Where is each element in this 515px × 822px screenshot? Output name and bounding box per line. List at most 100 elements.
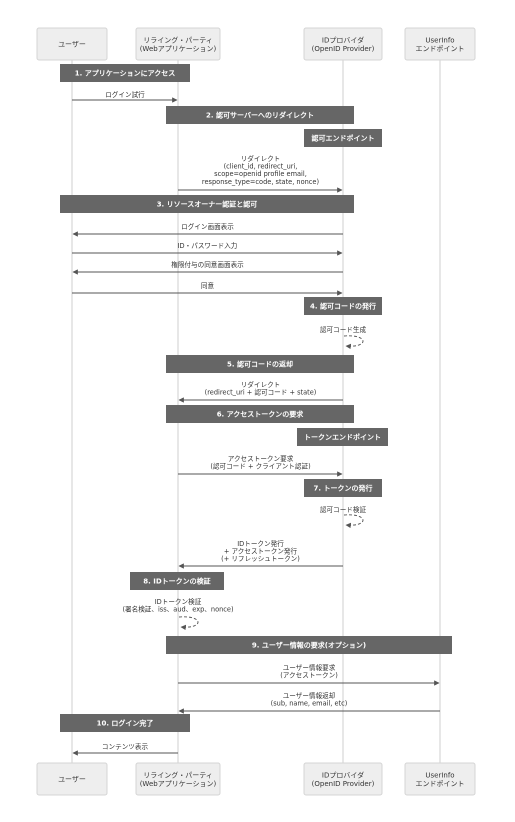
message-m8: リダイレクト(redirect_uri + 認可コード + state) bbox=[178, 380, 343, 403]
phase-note-box bbox=[304, 479, 382, 497]
participant-user-top: ユーザー bbox=[36, 27, 108, 61]
participant-box bbox=[135, 27, 221, 61]
phase-note-label: 4. 認可コードの発行 bbox=[310, 302, 376, 311]
phase-note-n5: 4. 認可コードの発行 bbox=[304, 297, 382, 315]
message-label: scope=openid profile email, bbox=[214, 170, 307, 178]
message-label: ID・パスワード入力 bbox=[178, 241, 238, 250]
message-label: (認可コード + クライアント認証) bbox=[210, 462, 310, 471]
message-label: リダイレクト bbox=[241, 380, 281, 389]
phase-note-box bbox=[166, 355, 354, 373]
participant-box bbox=[36, 762, 108, 796]
message-m2: リダイレクト(client_id, redirect_uri,scope=ope… bbox=[178, 154, 343, 193]
message-label: response_type=code, state, nonce) bbox=[202, 178, 319, 186]
participant-box bbox=[135, 762, 221, 796]
phase-note-n11: 9. ユーザー情報の要求(オプション) bbox=[166, 636, 452, 654]
message-label: ログイン画面表示 bbox=[181, 222, 234, 231]
participant-label: リライング・パーティ bbox=[143, 35, 213, 44]
phase-note-box bbox=[166, 636, 452, 654]
participant-label: ユーザー bbox=[58, 776, 86, 784]
message-m14: ユーザー情報返却(sub, name, email, etc) bbox=[178, 691, 440, 714]
message-m6: 同意 bbox=[72, 281, 343, 296]
message-label: IDトークン検証 bbox=[155, 597, 202, 606]
phase-note-n6: 5. 認可コードの返却 bbox=[166, 355, 354, 373]
phase-note-label: 5. 認可コードの返却 bbox=[227, 360, 293, 369]
message-label: アクセストークン要求 bbox=[228, 454, 294, 463]
message-m12: IDトークン検証(署名検証、iss、aud、exp、nonce) bbox=[122, 597, 234, 631]
phase-note-box bbox=[304, 297, 382, 315]
message-label: 権限付与の同意画面表示 bbox=[171, 260, 244, 269]
message-label: (client_id, redirect_uri, bbox=[224, 163, 298, 171]
message-label: リダイレクト bbox=[241, 154, 281, 163]
participant-box bbox=[36, 27, 108, 61]
message-label: ユーザー情報要求 bbox=[283, 663, 336, 672]
phase-note-label: 8. IDトークンの検証 bbox=[143, 577, 210, 586]
participant-rp-bottom: リライング・パーティ(Webアプリケーション) bbox=[135, 762, 221, 796]
message-m7: 認可コード生成 bbox=[320, 325, 367, 350]
phase-note-box bbox=[297, 428, 388, 446]
phase-note-n2: 2. 認可サーバーへのリダイレクト bbox=[166, 106, 354, 124]
phase-note-label: 3. リソースオーナー認証と認可 bbox=[157, 200, 258, 209]
self-message-arrow bbox=[343, 335, 364, 350]
message-label: 認可コード検証 bbox=[320, 505, 367, 514]
message-m10: 認可コード検証 bbox=[320, 505, 367, 529]
message-label: (+ リフレッシュトークン) bbox=[221, 555, 300, 563]
participant-box bbox=[404, 762, 476, 796]
message-label: ユーザー情報返却 bbox=[283, 691, 336, 700]
message-label: (署名検証、iss、aud、exp、nonce) bbox=[122, 605, 233, 614]
self-message-arrow bbox=[178, 616, 199, 631]
message-label: ログイン試行 bbox=[105, 90, 145, 99]
message-m11: IDトークン発行+ アクセストークン発行(+ リフレッシュトークン) bbox=[178, 539, 343, 569]
phase-note-box bbox=[130, 572, 224, 590]
participant-rp-top: リライング・パーティ(Webアプリケーション) bbox=[135, 27, 221, 61]
message-label: (sub, name, email, etc) bbox=[271, 700, 348, 708]
participant-label: (Webアプリケーション) bbox=[140, 780, 217, 788]
participant-label: IDプロバイダ bbox=[322, 35, 364, 44]
message-label: 同意 bbox=[201, 281, 215, 290]
message-m4: ID・パスワード入力 bbox=[72, 241, 343, 256]
participant-box bbox=[404, 27, 476, 61]
participant-label: エンドポイント bbox=[416, 780, 465, 788]
phase-note-label: 10. ログイン完了 bbox=[97, 719, 154, 728]
participant-label: IDプロバイダ bbox=[322, 770, 364, 779]
phase-note-label: 2. 認可サーバーへのリダイレクト bbox=[206, 111, 314, 120]
participant-label: ユーザー bbox=[58, 41, 86, 49]
phase-note-n9: 7. トークンの発行 bbox=[304, 479, 382, 497]
participant-box bbox=[303, 27, 383, 61]
phase-note-box bbox=[166, 405, 354, 423]
participant-label: エンドポイント bbox=[416, 45, 465, 53]
phase-note-box bbox=[60, 64, 190, 82]
participant-label: UserInfo bbox=[425, 36, 454, 44]
self-message-arrow bbox=[343, 514, 364, 529]
message-m9: アクセストークン要求(認可コード + クライアント認証) bbox=[178, 454, 343, 477]
phase-note-n12: 10. ログイン完了 bbox=[60, 714, 190, 732]
message-label: + アクセストークン発行 bbox=[224, 547, 298, 556]
phase-note-box bbox=[60, 195, 354, 213]
phase-note-n4: 3. リソースオーナー認証と認可 bbox=[60, 195, 354, 213]
phase-note-box bbox=[60, 714, 190, 732]
phase-note-label: 6. アクセストークンの要求 bbox=[217, 410, 305, 419]
participant-label: (OpenID Provider) bbox=[312, 780, 375, 788]
participant-label: リライング・パーティ bbox=[143, 770, 213, 779]
phase-note-n7: 6. アクセストークンの要求 bbox=[166, 405, 354, 423]
message-label: 認可コード生成 bbox=[320, 325, 367, 334]
message-m1: ログイン試行 bbox=[72, 90, 178, 103]
phase-note-n3: 認可エンドポイント bbox=[304, 129, 382, 147]
phase-note-label: トークンエンドポイント bbox=[304, 433, 381, 442]
message-m15: コンテンツ表示 bbox=[72, 742, 178, 756]
participant-label: (OpenID Provider) bbox=[312, 45, 375, 53]
message-m13: ユーザー情報要求(アクセストークン) bbox=[178, 663, 440, 686]
phase-note-label: 7. トークンの発行 bbox=[314, 484, 373, 493]
phase-note-label: 認可エンドポイント bbox=[312, 134, 375, 143]
phase-note-n10: 8. IDトークンの検証 bbox=[130, 572, 224, 590]
message-m5: 権限付与の同意画面表示 bbox=[72, 260, 343, 275]
participant-idp-bottom: IDプロバイダ(OpenID Provider) bbox=[303, 762, 383, 796]
participant-label: (Webアプリケーション) bbox=[140, 45, 217, 53]
phase-note-box bbox=[166, 106, 354, 124]
phase-note-label: 1. アプリケーションにアクセス bbox=[75, 69, 175, 78]
participant-idp-top: IDプロバイダ(OpenID Provider) bbox=[303, 27, 383, 61]
message-label: IDトークン発行 bbox=[237, 539, 284, 548]
participant-label: UserInfo bbox=[425, 771, 454, 779]
